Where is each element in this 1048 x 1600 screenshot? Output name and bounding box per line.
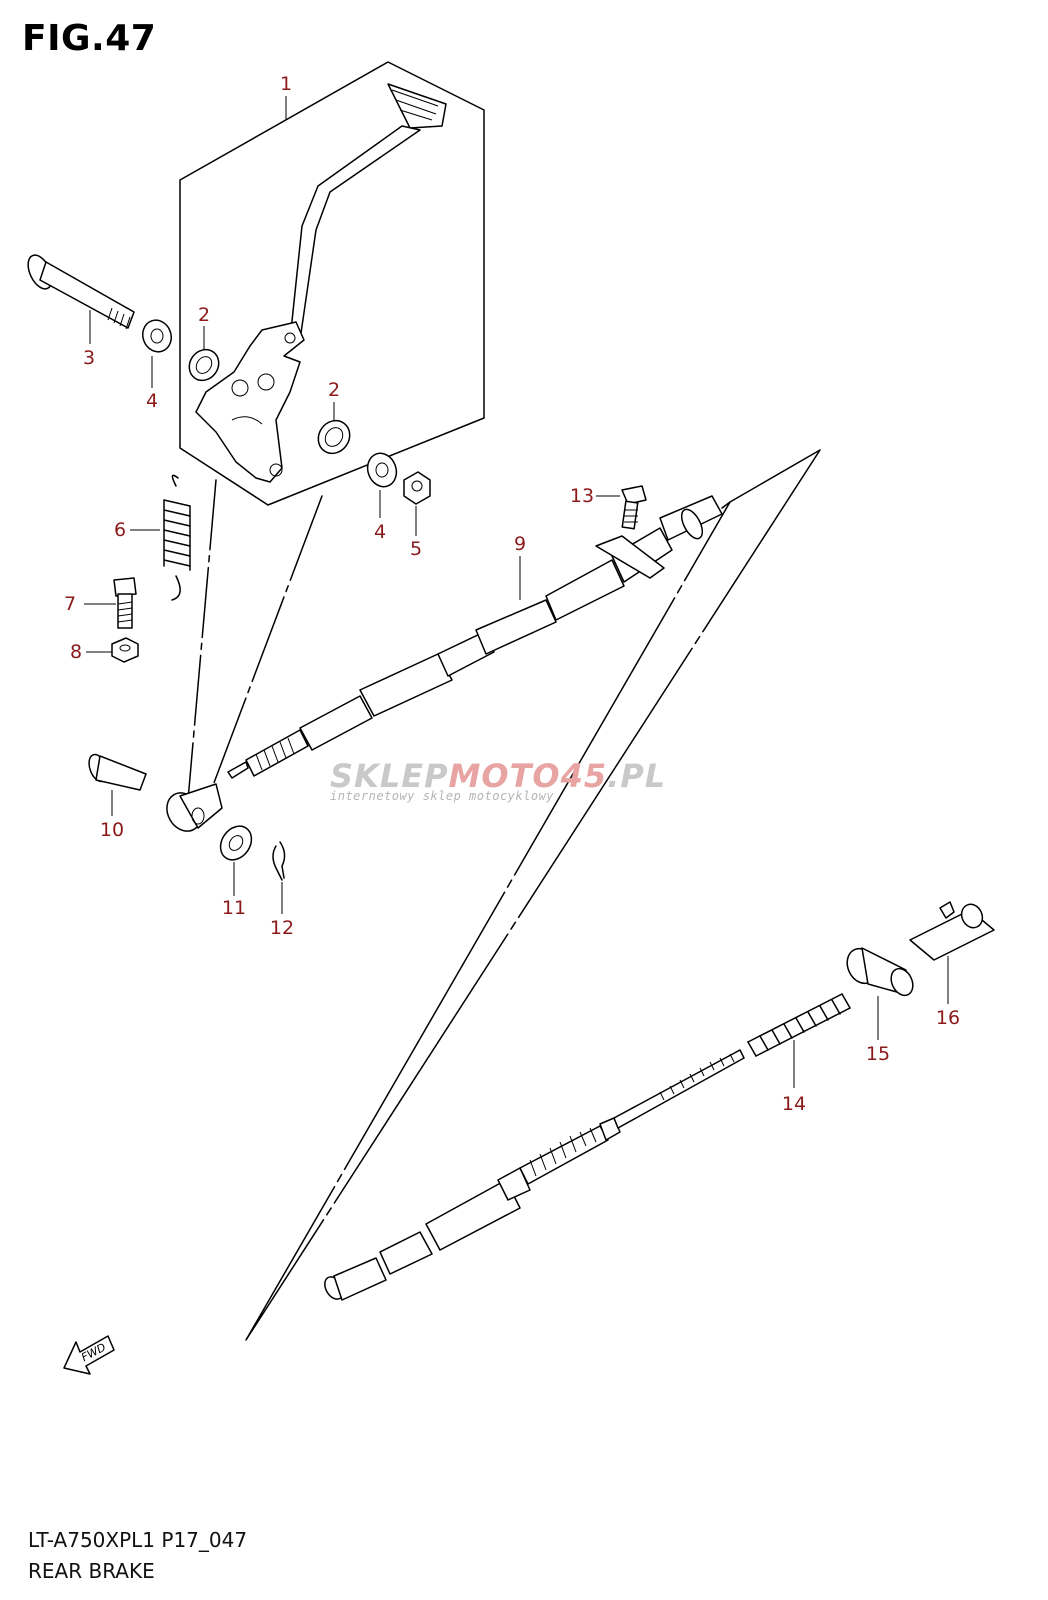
cable-wheel-end-part [324,1049,745,1301]
callout-11: 11 [221,897,247,919]
callout-13: 13 [569,485,595,507]
fwd-arrow-icon: FWD [63,1335,115,1375]
bushing-part-4b [366,452,398,488]
nut-part-8 [111,637,139,663]
figure-title: FIG.47 [22,18,157,59]
watermark-brand-suffix: .PL [607,757,667,795]
bushing-part-4a [142,319,172,353]
brake-cable-part [227,495,731,779]
brake-pedal-part [195,83,447,483]
callout-6: 6 [113,519,127,541]
callout-9: 9 [513,533,527,555]
callout-2a: 2 [197,304,211,326]
watermark-brand-prefix: SKLEP [330,757,449,795]
callout-5: 5 [409,538,423,560]
callout-7: 7 [63,593,77,615]
pedal-assembly-panel [179,61,485,506]
watermark-tagline: internetowy sklep motocyklowy [330,789,555,803]
washer-part-2b [317,419,351,455]
pivot-bolt-part [27,254,135,330]
callout-10: 10 [99,819,125,841]
washer-part-11 [219,825,253,861]
callout-4b: 4 [373,521,387,543]
cable-spring-part [747,993,851,1057]
model-code: LT-A750XPL1 P17_047 [28,1528,248,1552]
callout-3: 3 [82,347,96,369]
callout-12: 12 [269,917,295,939]
callout-14: 14 [781,1093,807,1115]
watermark-brand: SKLEPMOTO45.PL [330,757,666,795]
watermark: SKLEPMOTO45.PL internetowy sklep motocyk… [330,757,666,803]
callout-15: 15 [865,1043,891,1065]
cotter-pin-part [272,841,286,881]
bolt-part-13 [621,485,647,530]
watermark-brand-accent: MOTO45 [448,757,608,795]
callout-8: 8 [69,641,83,663]
clevis-pin-part [88,753,147,791]
callout-4a: 4 [145,390,159,412]
bolt-part-7 [113,577,137,629]
return-spring-part [163,474,191,601]
arm-pin-part [909,901,995,961]
callout-1: 1 [279,73,293,95]
nut-part-5 [403,471,431,505]
section-name: REAR BRAKE [28,1559,155,1583]
washer-part-2a [188,348,220,382]
cable-joint-part [846,947,914,997]
callout-16: 16 [935,1007,961,1029]
cable-clevis-part [166,783,223,832]
callout-2b: 2 [327,379,341,401]
